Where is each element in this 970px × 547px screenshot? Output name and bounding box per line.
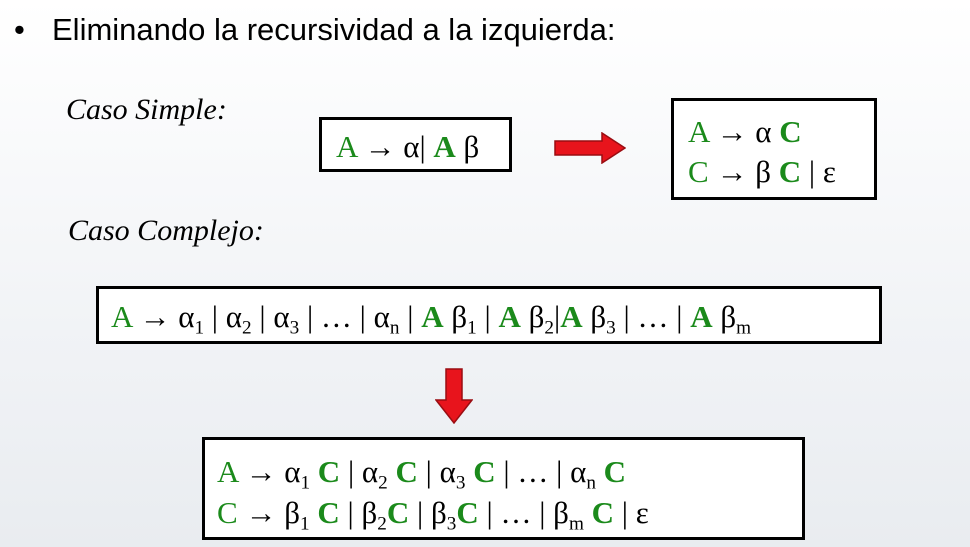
complex-result-line-2: C → β1 C | β2C | β3C | … | βm C | ε [217,495,649,535]
bullet-icon: • [14,12,25,47]
simple-result-line-1: A → α C [688,114,802,149]
caption-simple: Caso Simple: [66,93,227,126]
right-arrow-icon [554,132,626,164]
simple-result-line-2: C → β C | ε [688,154,836,189]
caption-complex: Caso Complejo: [68,214,264,247]
down-arrow-icon [435,368,473,424]
simple-result-box: A → α C C → β C | ε [671,98,877,200]
complex-result-line-1: A → α1 C | α2 C | α3 C | … | αn C [217,454,627,494]
complex-result-box: A → α1 C | α2 C | α3 C | … | αn C C → β1… [202,437,805,540]
simple-rule: A → α| A β [336,129,480,164]
simple-rule-box: A → α| A β [319,117,512,172]
heading-text: Eliminando la recursividad a la izquierd… [52,12,616,47]
slide-heading: • Eliminando la recursividad a la izquier… [14,12,615,48]
complex-rule-box: A → α1 | α2 | α3 | … | αn | A β1 | A β2|… [96,286,882,344]
complex-rule: A → α1 | α2 | α3 | … | αn | A β1 | A β2|… [111,299,752,339]
